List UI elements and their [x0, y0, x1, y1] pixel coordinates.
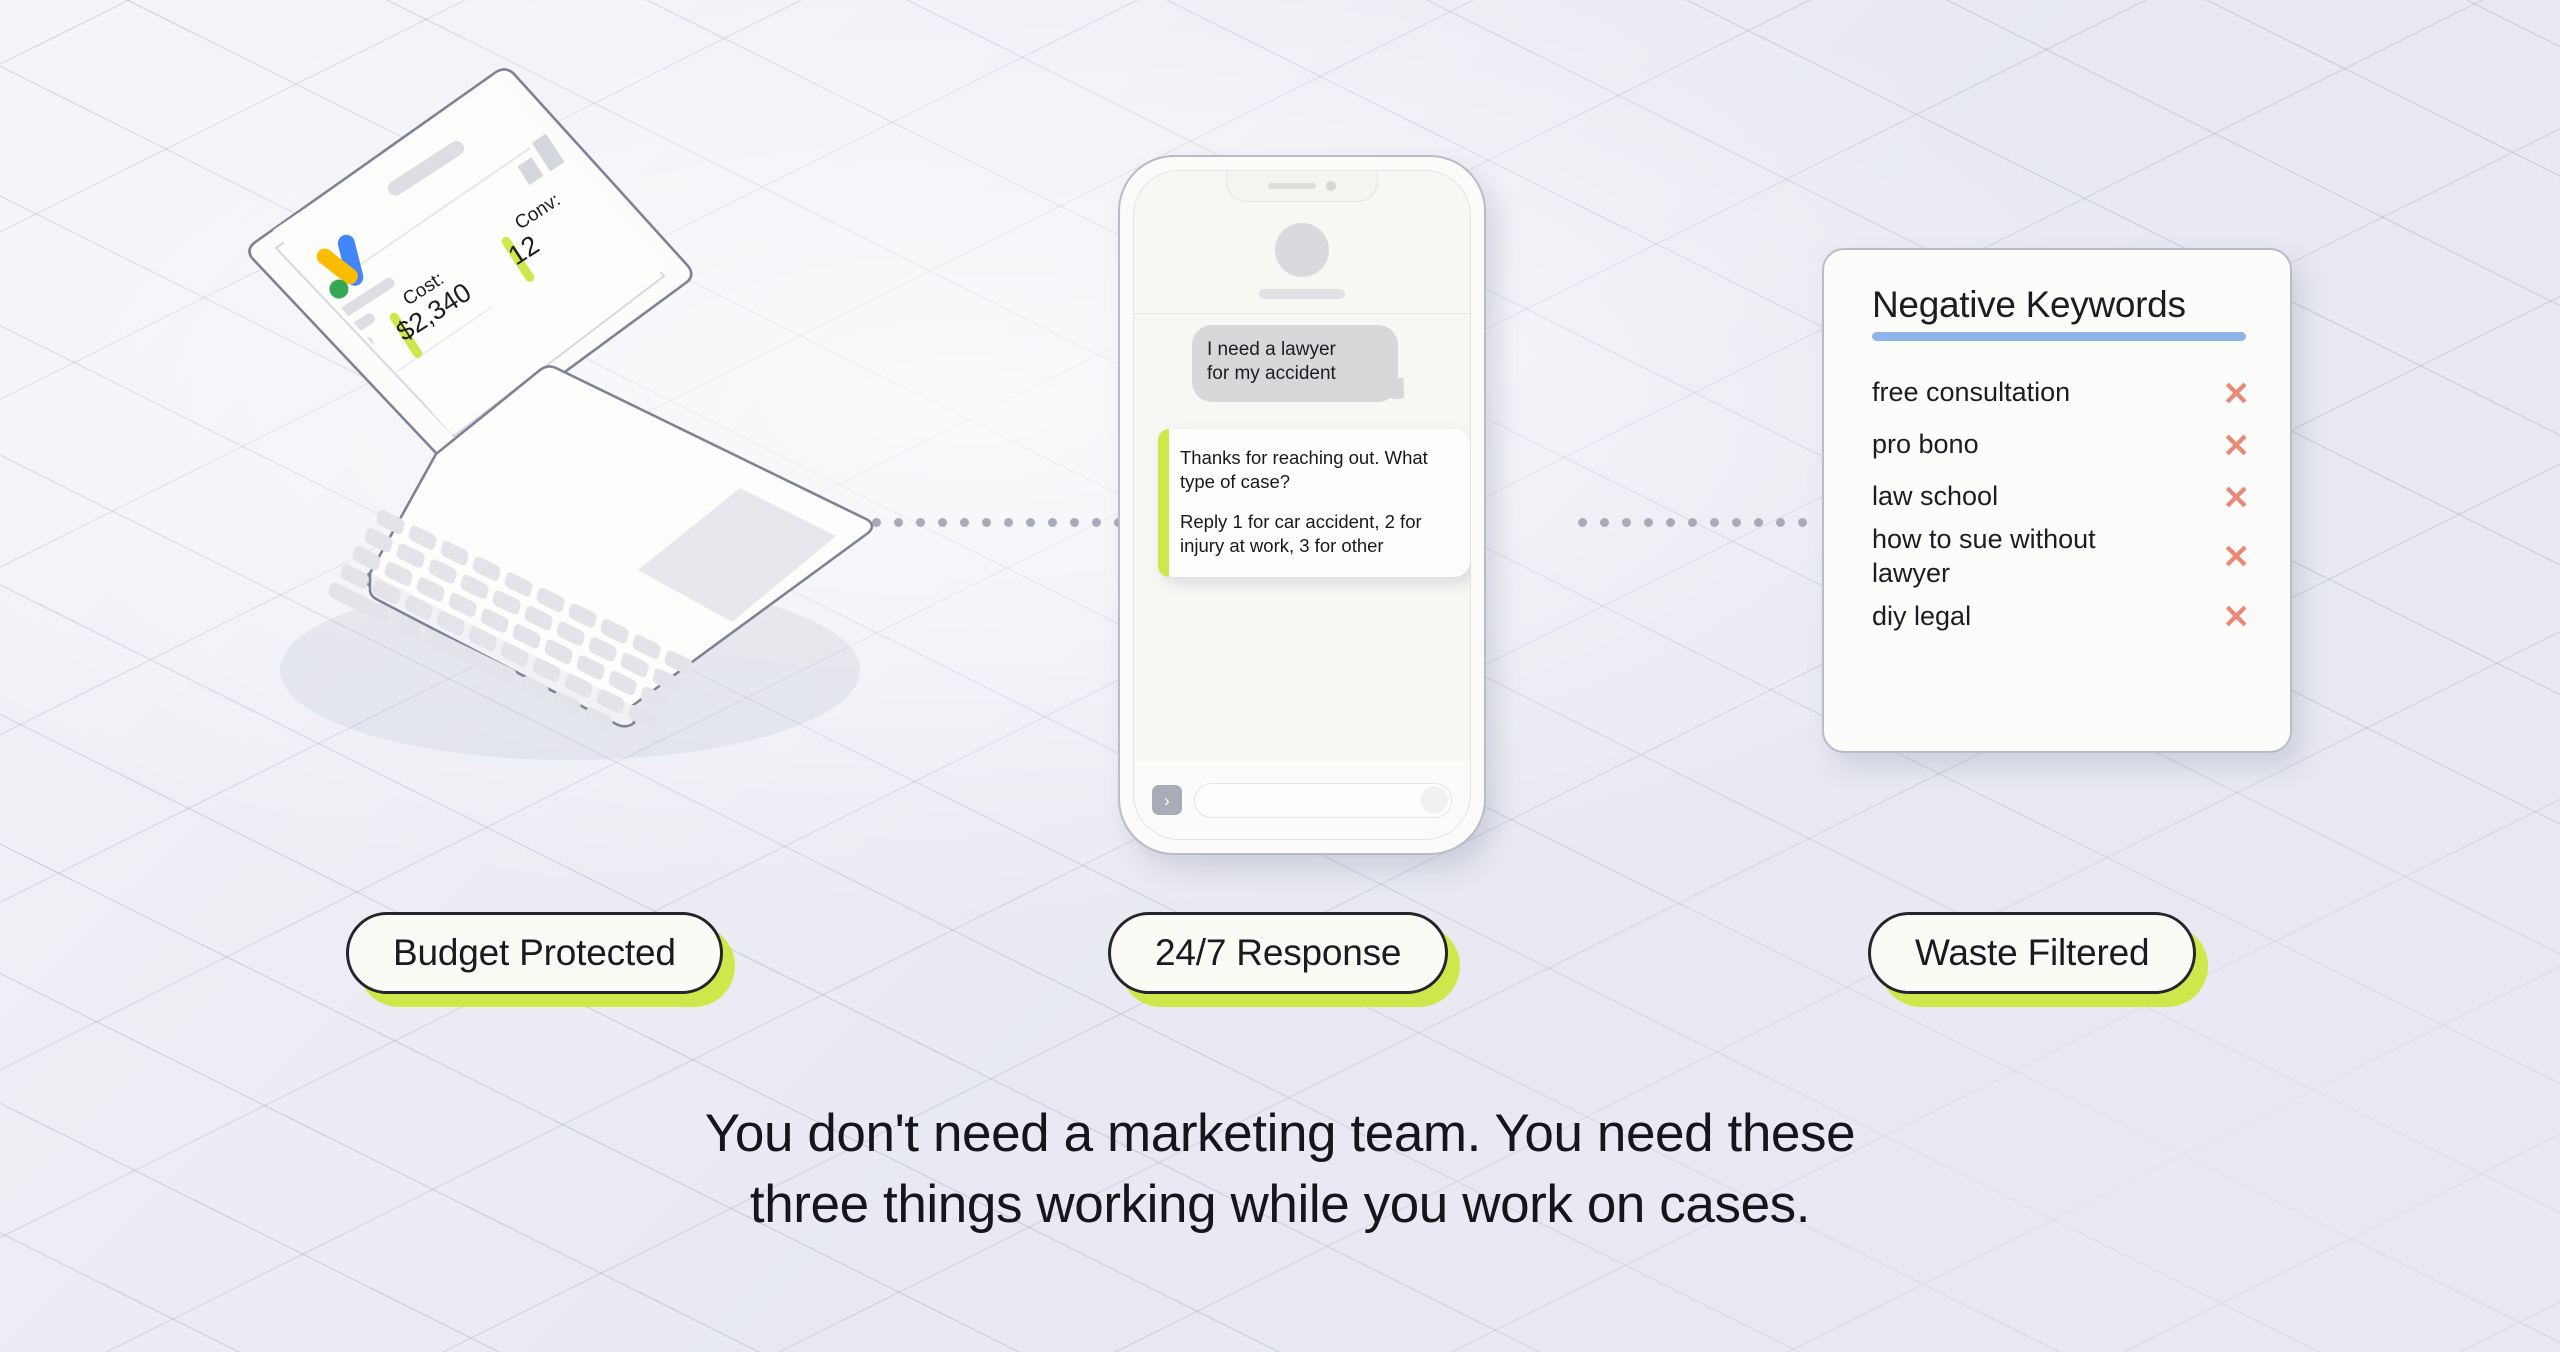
- x-icon[interactable]: ✕: [2222, 426, 2250, 464]
- caption: You don't need a marketing team. You nee…: [0, 1098, 2560, 1240]
- card-title: Negative Keywords: [1872, 284, 2186, 325]
- microphone-icon[interactable]: [1421, 786, 1448, 814]
- caption-line-2: three things working while you work on c…: [749, 1175, 1811, 1235]
- badge-247-response[interactable]: 24/7 Response: [1108, 912, 1461, 1007]
- badge-waste-filtered[interactable]: Waste Filtered: [1868, 912, 2209, 1007]
- connector-laptop-to-phone: [872, 516, 1145, 528]
- x-icon[interactable]: ✕: [2222, 478, 2250, 516]
- keyword-label: diy legal: [1872, 600, 1972, 631]
- phone-screen: I need a lawyer for my accident Thanks f…: [1133, 170, 1471, 840]
- title-underline: [1872, 332, 2246, 341]
- message-input-bar: ›: [1134, 761, 1470, 839]
- pill-label[interactable]: 24/7 Response: [1108, 912, 1449, 994]
- chat-thread: I need a lawyer for my accident Thanks f…: [1134, 299, 1470, 761]
- keyword-label: free consultation: [1872, 377, 2071, 408]
- laptop-illustration: Clicks: 847 Cost: $2,340 Conv: 12: [240, 68, 980, 860]
- google-ads-icon: [316, 234, 364, 299]
- phone-illustration: I need a lawyer for my accident Thanks f…: [1118, 155, 1486, 855]
- pill-label[interactable]: Waste Filtered: [1868, 912, 2197, 994]
- incoming-line-1: I need a lawyer: [1207, 339, 1336, 360]
- message-bubble-incoming: I need a lawyer for my accident: [1192, 325, 1398, 402]
- pill-label[interactable]: Budget Protected: [346, 912, 723, 994]
- speaker-icon: [1268, 183, 1316, 189]
- x-icon[interactable]: ✕: [2222, 538, 2250, 576]
- metric-clicks-value: 847: [295, 363, 349, 413]
- list-item[interactable]: free consultation ✕: [1872, 367, 2250, 419]
- x-icon[interactable]: ✕: [2222, 374, 2250, 412]
- outgoing-paragraph-1: Thanks for reaching out. What type of ca…: [1180, 447, 1428, 493]
- phone-notch: [1226, 171, 1378, 202]
- laptop-screen-content: Clicks: 847 Cost: $2,340 Conv: 12: [273, 78, 670, 435]
- caption-line-1: You don't need a marketing team. You nee…: [704, 1104, 1856, 1163]
- keyword-label: law school: [1872, 481, 1999, 512]
- badge-budget-protected[interactable]: Budget Protected: [346, 912, 735, 1007]
- list-item[interactable]: law school ✕: [1872, 471, 2250, 523]
- keyword-label: how to sue without lawyer: [1872, 524, 2096, 588]
- list-item[interactable]: diy legal ✕: [1872, 591, 2250, 643]
- phone-body: I need a lawyer for my accident Thanks f…: [1118, 155, 1486, 855]
- laptop-keyboard: [328, 509, 693, 732]
- outgoing-paragraph-2: Reply 1 for car accident, 2 for injury a…: [1180, 511, 1422, 557]
- list-item[interactable]: pro bono ✕: [1872, 419, 2250, 471]
- connector-phone-to-keywords: [1578, 516, 1807, 528]
- incoming-line-2: for my accident: [1207, 363, 1336, 385]
- camera-icon: [1326, 181, 1336, 191]
- laptop-trackpad: [638, 488, 836, 622]
- message-input-field[interactable]: [1194, 782, 1452, 818]
- keyword-label: pro bono: [1872, 429, 1979, 460]
- chevron-right-icon[interactable]: ›: [1152, 785, 1182, 815]
- list-item[interactable]: how to sue without lawyer ✕: [1872, 523, 2250, 591]
- avatar: [1275, 223, 1329, 277]
- keyword-list: free consultation ✕ pro bono ✕ law schoo…: [1872, 367, 2250, 643]
- negative-keywords-card: Negative Keywords free consultation ✕ pr…: [1822, 248, 2292, 753]
- x-icon[interactable]: ✕: [2222, 598, 2250, 635]
- contact-name-placeholder: [1259, 289, 1345, 299]
- message-bubble-outgoing: Thanks for reaching out. What type of ca…: [1158, 429, 1470, 578]
